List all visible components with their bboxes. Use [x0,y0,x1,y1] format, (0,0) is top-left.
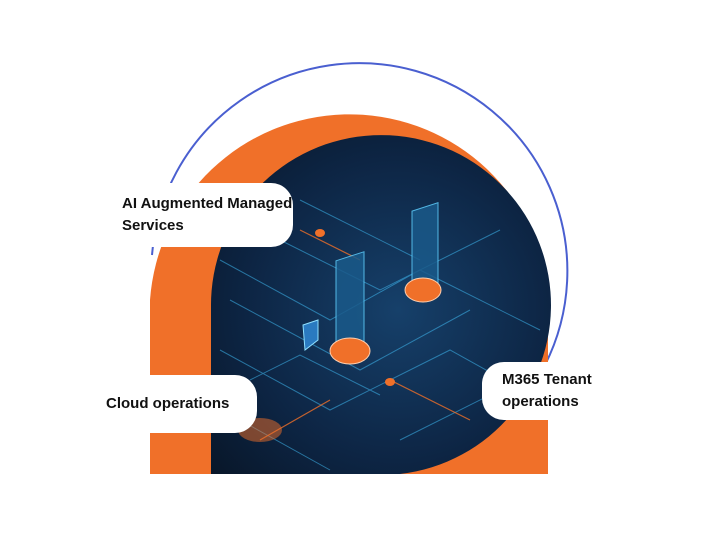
label-cloud-operations: Cloud operations [96,375,257,433]
label-text: Cloud operations [106,395,230,412]
label-ai-augmented-managed-services: AI Augmented Managed Services [100,183,293,247]
label-text: AI Augmented Managed Services [122,195,293,234]
label-text: M365 Tenant operations [502,371,592,410]
ring-arc [151,62,569,366]
label-m365-tenant-operations: M365 Tenant operations [482,362,622,420]
